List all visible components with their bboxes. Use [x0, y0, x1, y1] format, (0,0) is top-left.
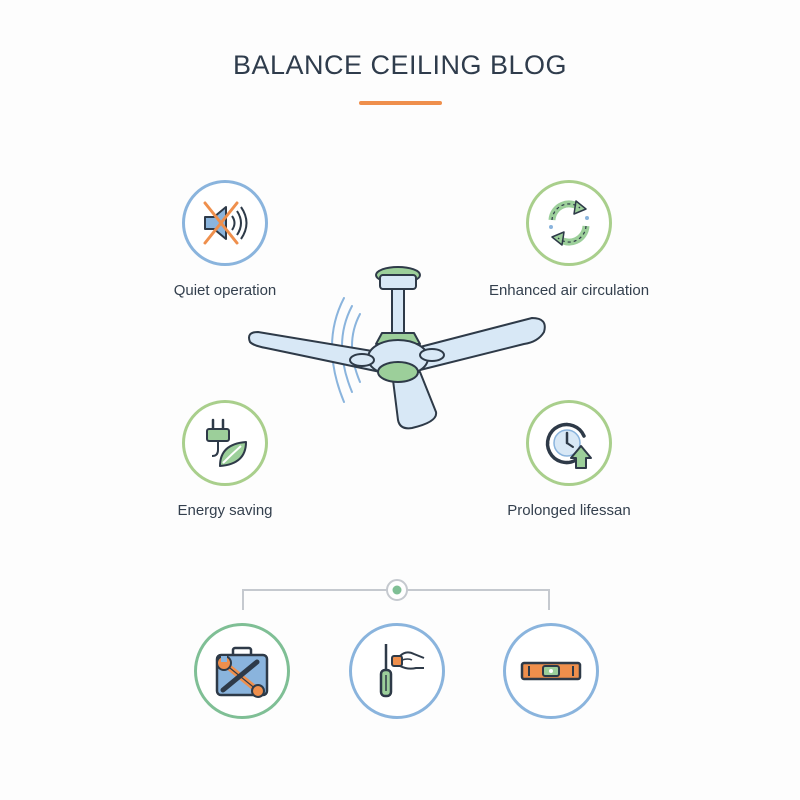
feature-label: Quiet operation: [173, 282, 277, 299]
blade-bracket-left: [349, 353, 375, 367]
feature-air-circulation: Enhanced air circulation: [459, 180, 679, 299]
feature-circle: [526, 180, 612, 266]
spirit-level-icon: [520, 661, 582, 681]
feature-label: Prolonged lifessan: [507, 502, 631, 519]
feature-circle: [182, 400, 268, 486]
ceiling-fan-illustration: [248, 266, 546, 430]
muted-speaker-icon: [203, 201, 248, 245]
clock-arrow-up-icon: [545, 422, 592, 469]
feature-circle: [182, 180, 268, 266]
fan-downrod: [391, 288, 405, 334]
toolbox-wrench-icon: [215, 646, 269, 698]
tool-toolbox: [194, 623, 290, 719]
fan-canopy-base: [379, 274, 417, 290]
fan-light-cap: [377, 361, 419, 383]
feature-prolonged-lifespan: Prolonged lifessan: [459, 400, 679, 519]
feature-energy-saving: Energy saving: [115, 400, 335, 519]
hand-screwdriver-icon: [379, 644, 425, 698]
plug-leaf-icon: [206, 418, 247, 467]
tool-spirit-level: [503, 623, 599, 719]
feature-circle: [526, 400, 612, 486]
feature-quiet-operation: Quiet operation: [115, 180, 335, 299]
feature-label: Energy saving: [177, 502, 273, 519]
fan-blade-bottom: [391, 371, 438, 430]
fan-blade-right: [415, 317, 546, 371]
blade-bracket-right: [419, 348, 445, 362]
title-underline: [359, 101, 442, 105]
circular-arrows-icon: [548, 200, 590, 246]
page-title: BALANCE CEILING BLOG: [232, 50, 568, 80]
tool-screwdriver: [349, 623, 445, 719]
feature-label: Enhanced air circulation: [488, 282, 650, 299]
